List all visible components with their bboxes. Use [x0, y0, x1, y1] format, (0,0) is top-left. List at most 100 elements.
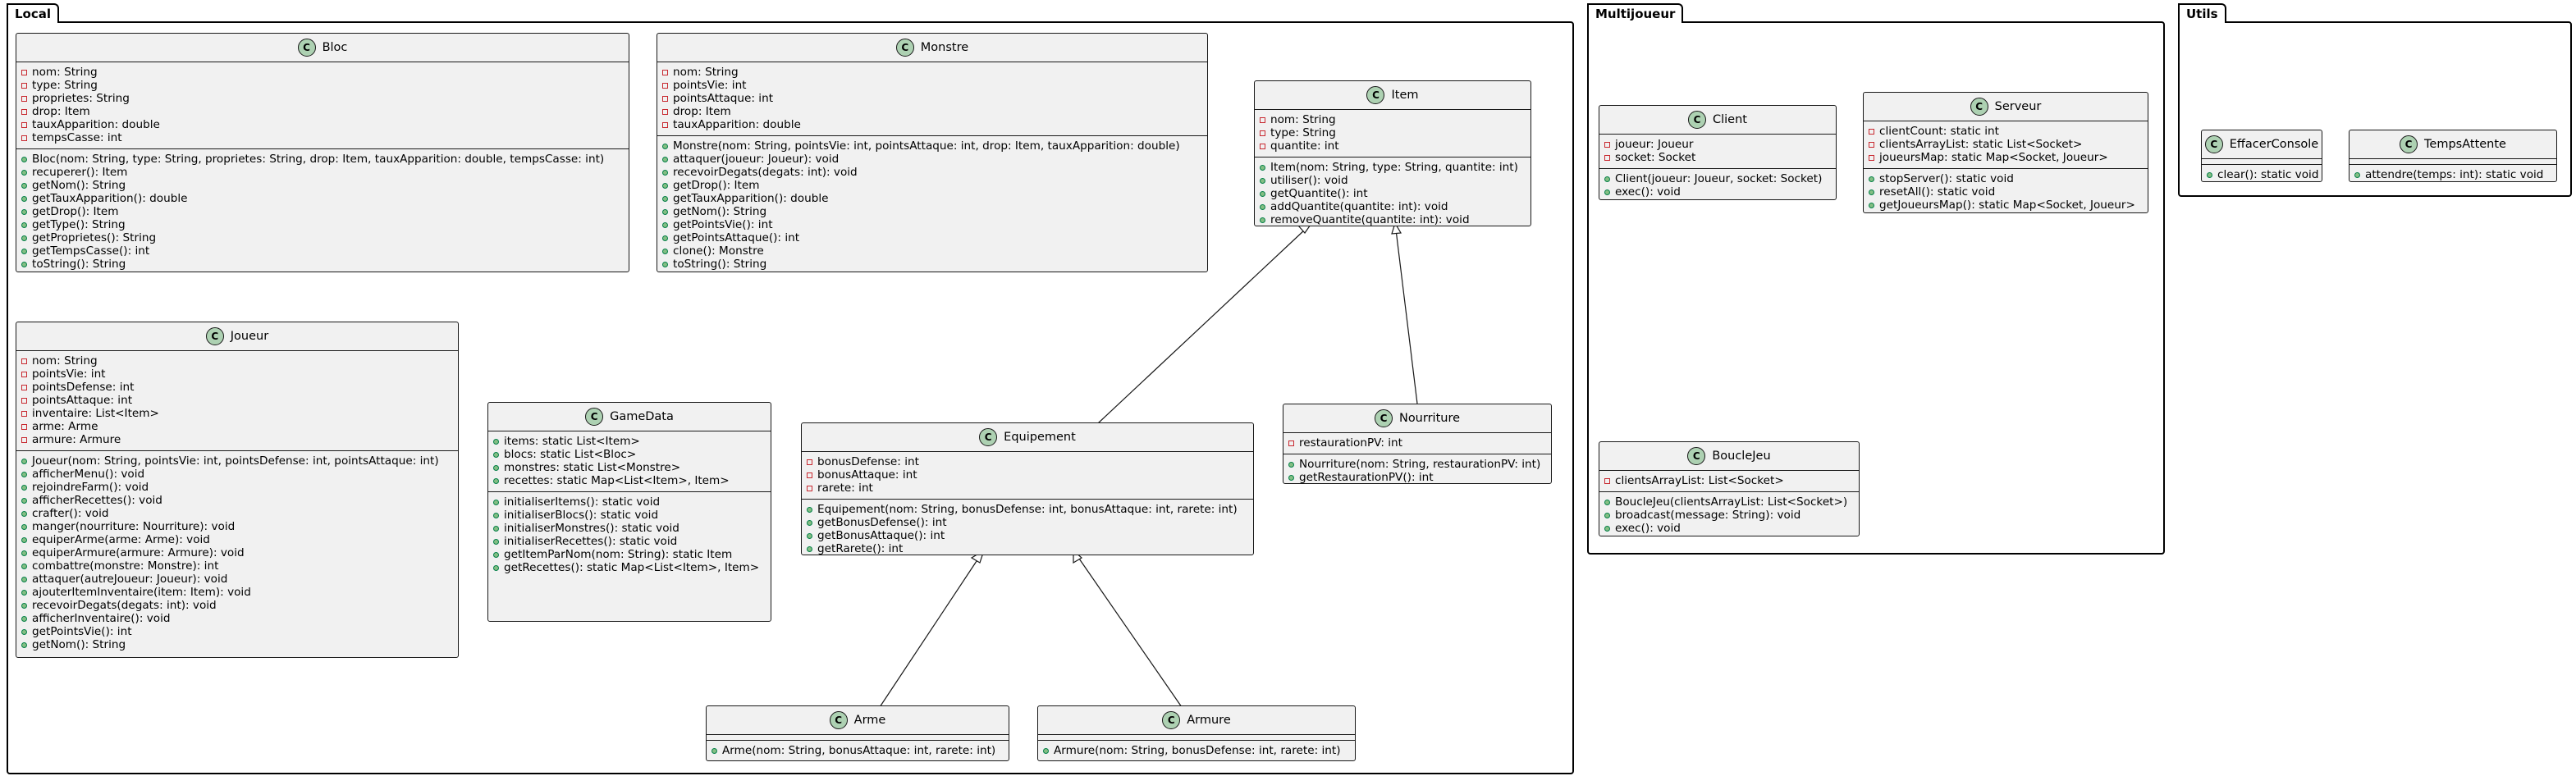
public-visibility-icon	[493, 525, 499, 532]
field-row: tauxApparition: double	[21, 118, 624, 131]
edge-nourriture-item	[1395, 229, 1418, 404]
method-row: removeQuantite(quantite: int): void	[1260, 213, 1526, 226]
field-text: armure: Armure	[32, 433, 121, 446]
fields-section: restaurationPV: int	[1283, 433, 1551, 454]
field-text: pointsDefense: int	[32, 381, 135, 394]
method-text: Arme(nom: String, bonusAttaque: int, rar…	[722, 744, 996, 757]
method-text: addQuantite(quantite: int): void	[1270, 200, 1448, 213]
public-visibility-icon	[807, 519, 812, 526]
field-row: socket: Socket	[1604, 151, 1831, 164]
class-name: Serveur	[1994, 100, 2042, 113]
method-row: getRestaurationPV(): int	[1288, 471, 1546, 484]
method-row: recevoirDegats(degats: int): void	[662, 166, 1202, 179]
public-visibility-icon	[493, 438, 499, 445]
public-visibility-icon	[21, 550, 27, 556]
field-text: drop: Item	[673, 105, 731, 118]
method-text: getType(): String	[32, 218, 126, 231]
method-row: getTauxApparition(): double	[21, 192, 624, 205]
field-row: joueur: Joueur	[1604, 138, 1831, 151]
method-row: Armure(nom: String, bonusDefense: int, r…	[1043, 744, 1350, 757]
field-text: pointsAttaque: int	[673, 92, 774, 105]
public-visibility-icon	[21, 458, 27, 464]
public-visibility-icon	[807, 506, 812, 513]
public-visibility-icon	[21, 497, 27, 504]
method-row: getBonusDefense(): int	[807, 516, 1248, 529]
public-visibility-icon	[21, 602, 27, 609]
field-row: joueursMap: static Map<Socket, Joueur>	[1869, 151, 2143, 164]
method-row: rejoindreFarm(): void	[21, 481, 453, 494]
class-name: Bloc	[322, 41, 348, 54]
public-visibility-icon	[21, 248, 27, 254]
package-local-label: Local	[7, 3, 60, 23]
public-visibility-icon	[21, 169, 27, 176]
public-visibility-icon	[21, 628, 27, 635]
field-row: clientsArrayList: List<Socket>	[1604, 474, 1854, 487]
class-name: Arme	[853, 714, 886, 727]
field-row: bonusDefense: int	[807, 455, 1248, 468]
private-visibility-icon	[1260, 116, 1265, 123]
method-row: afficherRecettes(): void	[21, 494, 453, 507]
field-text: tempsCasse: int	[32, 131, 122, 144]
method-row: manger(nourriture: Nourriture): void	[21, 520, 453, 533]
field-text: inventaire: List<Item>	[32, 407, 159, 420]
field-text: type: String	[1270, 126, 1336, 139]
method-text: equiperArmure(armure: Armure): void	[32, 546, 245, 559]
public-visibility-icon	[1869, 176, 1874, 182]
class-badge-icon: C	[1688, 111, 1706, 129]
field-row: blocs: static List<Bloc>	[493, 448, 766, 461]
public-visibility-icon	[1260, 164, 1265, 171]
methods-section: Armure(nom: String, bonusDefense: int, r…	[1038, 740, 1355, 761]
class-name: Nourriture	[1398, 412, 1461, 425]
field-text: recettes: static Map<List<Item>, Item>	[504, 474, 730, 487]
private-visibility-icon	[21, 69, 27, 75]
private-visibility-icon	[662, 69, 668, 75]
private-visibility-icon	[807, 485, 812, 491]
edge-equipement-item	[1097, 229, 1306, 424]
private-visibility-icon	[1288, 440, 1294, 446]
method-row: ajouterItemInventaire(item: Item): void	[21, 586, 453, 599]
class-badge-icon: C	[2204, 135, 2223, 153]
public-visibility-icon	[21, 156, 27, 162]
field-text: rarete: int	[817, 482, 873, 495]
public-visibility-icon	[493, 464, 499, 471]
public-visibility-icon	[807, 532, 812, 539]
class-badge-icon: C	[2400, 135, 2418, 153]
class-badge-icon: C	[1970, 98, 1988, 116]
private-visibility-icon	[21, 82, 27, 89]
public-visibility-icon	[21, 589, 27, 596]
class-badge-icon: C	[829, 711, 848, 729]
methods-section: Client(joueur: Joueur, socket: Socket)ex…	[1599, 168, 1836, 203]
method-row: crafter(): void	[21, 507, 453, 520]
method-row: getType(): String	[21, 218, 624, 231]
method-text: rejoindreFarm(): void	[32, 481, 149, 494]
method-text: Bloc(nom: String, type: String, propriet…	[32, 153, 605, 166]
class-name: Armure	[1187, 714, 1231, 727]
methods-section: Equipement(nom: String, bonusDefense: in…	[802, 499, 1253, 559]
method-row: clone(): Monstre	[662, 244, 1202, 258]
field-row: proprietes: String	[21, 92, 624, 105]
method-text: getJoueursMap(): static Map<Socket, Joue…	[1879, 199, 2135, 212]
method-text: getNom(): String	[32, 179, 126, 192]
field-row: items: static List<Item>	[493, 435, 766, 448]
public-visibility-icon	[662, 143, 668, 149]
